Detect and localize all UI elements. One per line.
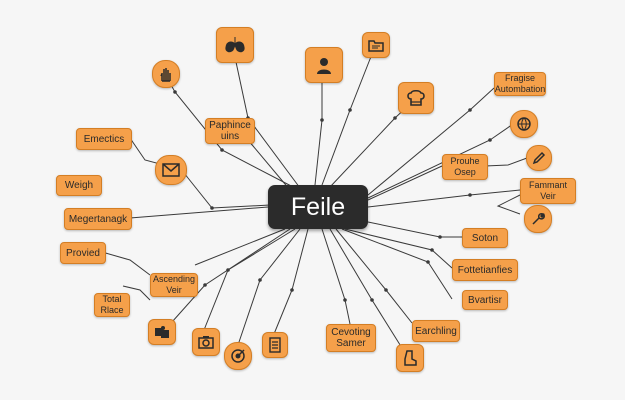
link-fammant <box>367 189 521 208</box>
node-megertanagk[interactable]: Megertanagk <box>64 208 132 230</box>
hand-icon[interactable] <box>152 60 180 88</box>
link-ascending <box>194 228 286 266</box>
node-paphince-uins[interactable]: Paphince uins <box>205 118 255 144</box>
target-icon[interactable] <box>224 342 252 370</box>
link-pen <box>484 157 528 167</box>
link-mail <box>180 168 271 209</box>
link-fottetianfies <box>344 228 453 269</box>
node-prouhe-osep[interactable]: Prouhe Osep <box>442 154 488 180</box>
link-total <box>122 285 151 301</box>
node-bvartisr[interactable]: Bvartisr <box>462 290 508 310</box>
central-node[interactable]: Feile <box>268 185 368 229</box>
link-cevoting <box>321 228 351 325</box>
node-emectics[interactable]: Emectics <box>76 128 132 150</box>
folder-icon[interactable] <box>362 32 390 58</box>
node-ascending-veir[interactable]: Ascending Veir <box>150 273 198 297</box>
node-weigh[interactable]: Weigh <box>56 175 102 196</box>
link-doc <box>273 228 309 335</box>
document-icon[interactable] <box>262 332 288 358</box>
chef-hat-icon[interactable] <box>398 82 434 114</box>
node-cevoting-samer[interactable]: Cevoting Samer <box>326 324 376 352</box>
tool-icon[interactable] <box>524 205 552 233</box>
node-earchling[interactable]: Earchling <box>412 320 460 342</box>
node-fammant-veir[interactable]: Fammant Veir <box>520 178 576 204</box>
link-tool <box>496 194 521 215</box>
link-chef <box>329 103 411 188</box>
node-soton[interactable]: Soton <box>462 228 508 248</box>
person-icon[interactable] <box>305 47 343 83</box>
link-earchling <box>335 228 413 324</box>
node-provied[interactable]: Provied <box>60 242 106 264</box>
node-fottetianfies[interactable]: Fottetianfies <box>452 259 518 281</box>
link-megertanagk <box>129 206 269 219</box>
node-fragise-autombation[interactable]: Fragise Autombation <box>494 72 546 96</box>
link-person <box>314 80 323 186</box>
pen-icon[interactable] <box>526 145 552 171</box>
link-paphince <box>247 139 291 191</box>
puzzle-icon[interactable] <box>148 319 176 345</box>
globe-icon[interactable] <box>510 110 538 138</box>
link-provied <box>101 251 151 276</box>
link-target <box>237 228 301 346</box>
link-prouhe <box>367 165 443 201</box>
camera-icon[interactable] <box>192 328 220 356</box>
mail-icon[interactable] <box>155 155 187 185</box>
node-total-rlace[interactable]: Total Rlace <box>94 293 130 317</box>
link-soton <box>367 221 462 238</box>
boot-icon[interactable] <box>396 344 424 372</box>
lungs-icon[interactable] <box>216 27 254 63</box>
link-bvartisr <box>341 228 453 300</box>
